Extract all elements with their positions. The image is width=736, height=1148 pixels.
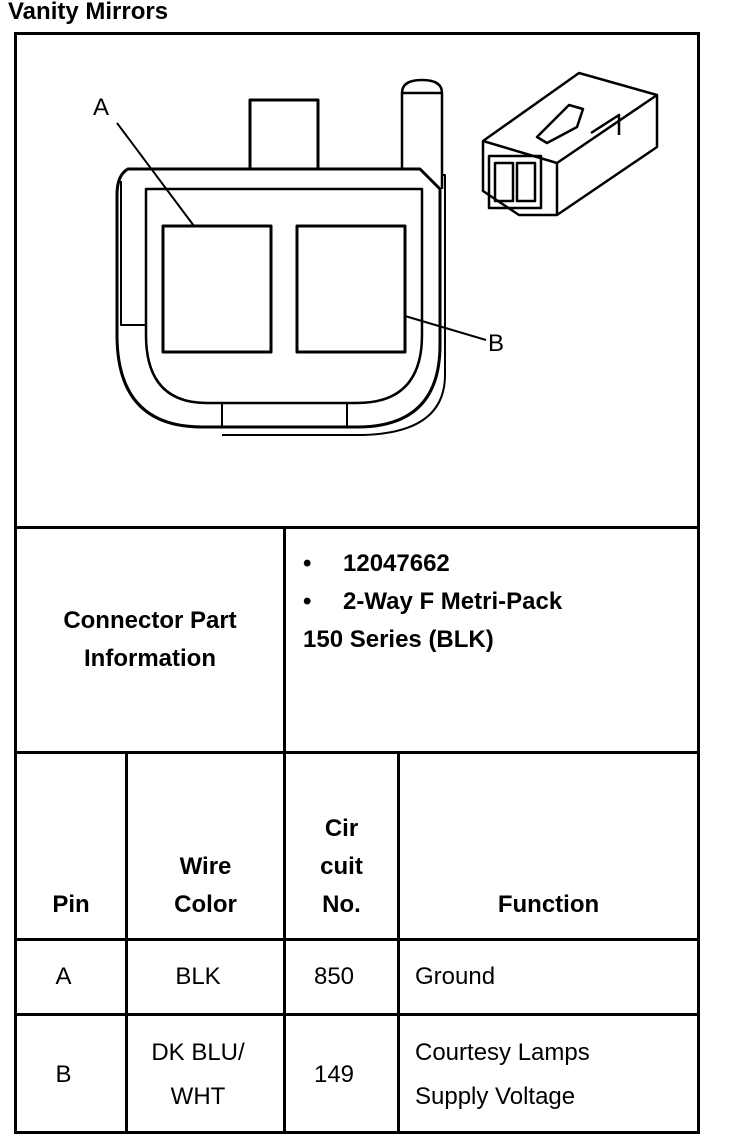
cavity-a bbox=[161, 224, 273, 354]
cavity-b bbox=[295, 224, 407, 354]
header-wire-color: Wire Color bbox=[174, 853, 237, 918]
divider-col-wire bbox=[283, 751, 286, 1134]
connector-isometric-view bbox=[481, 71, 659, 217]
part-info-label: Connector Part Information bbox=[63, 607, 237, 672]
connector-top-latch bbox=[248, 98, 320, 171]
row-b-pin: B bbox=[55, 1061, 72, 1088]
part-info-continuation: 150 Series (BLK) bbox=[303, 626, 494, 653]
connector-locking-arm bbox=[400, 78, 444, 189]
page-title: Vanity Mirrors bbox=[8, 0, 169, 25]
row-a-function: Ground bbox=[415, 963, 496, 990]
header-pin: Pin bbox=[52, 891, 90, 918]
connector-diagram: A B bbox=[93, 71, 659, 436]
header-circuit-no: Cir cuit No. bbox=[320, 815, 363, 918]
connector-table-frame bbox=[14, 32, 700, 1134]
header-function: Function bbox=[497, 891, 600, 918]
connector-arm-rail bbox=[222, 174, 446, 436]
bullet-glyph: • bbox=[303, 550, 312, 577]
row-b-circuit: 149 bbox=[313, 1061, 355, 1088]
row-a-wire-color: BLK bbox=[175, 963, 221, 990]
connector-body-outline bbox=[115, 167, 442, 429]
part-info-details: • 12047662 • 2-Way F Metri-Pack 150 Seri… bbox=[303, 545, 693, 745]
label-b: B bbox=[488, 330, 504, 357]
divider-col-pin bbox=[125, 751, 128, 1134]
bullet-glyph: • bbox=[303, 588, 312, 615]
part-number: 12047662 bbox=[343, 550, 450, 577]
divider-diagram-bottom bbox=[14, 526, 700, 529]
part-info-bullet-1: • 12047662 bbox=[303, 545, 693, 583]
leader-line-a bbox=[116, 122, 195, 227]
divider-part-info-vertical bbox=[283, 526, 286, 754]
label-a: A bbox=[93, 94, 109, 121]
connector-bottom-tab bbox=[221, 403, 348, 427]
row-b-function: Courtesy Lamps Supply Voltage bbox=[415, 1039, 590, 1110]
row-a-pin: A bbox=[55, 963, 72, 990]
connector-type: 2-Way F Metri-Pack bbox=[343, 588, 563, 615]
divider-header-bottom bbox=[14, 938, 700, 941]
connector-body-inner bbox=[144, 187, 424, 405]
row-b-wire-color: DK BLU/ WHT bbox=[151, 1039, 245, 1110]
divider-row-a-bottom bbox=[14, 1013, 700, 1016]
divider-part-info-bottom bbox=[14, 751, 700, 754]
part-info-bullet-2: • 2-Way F Metri-Pack bbox=[303, 583, 693, 621]
leader-line-b bbox=[404, 315, 487, 341]
row-a-circuit: 850 bbox=[313, 963, 355, 990]
divider-col-circuit bbox=[397, 751, 400, 1134]
connector-left-strip bbox=[120, 181, 146, 326]
